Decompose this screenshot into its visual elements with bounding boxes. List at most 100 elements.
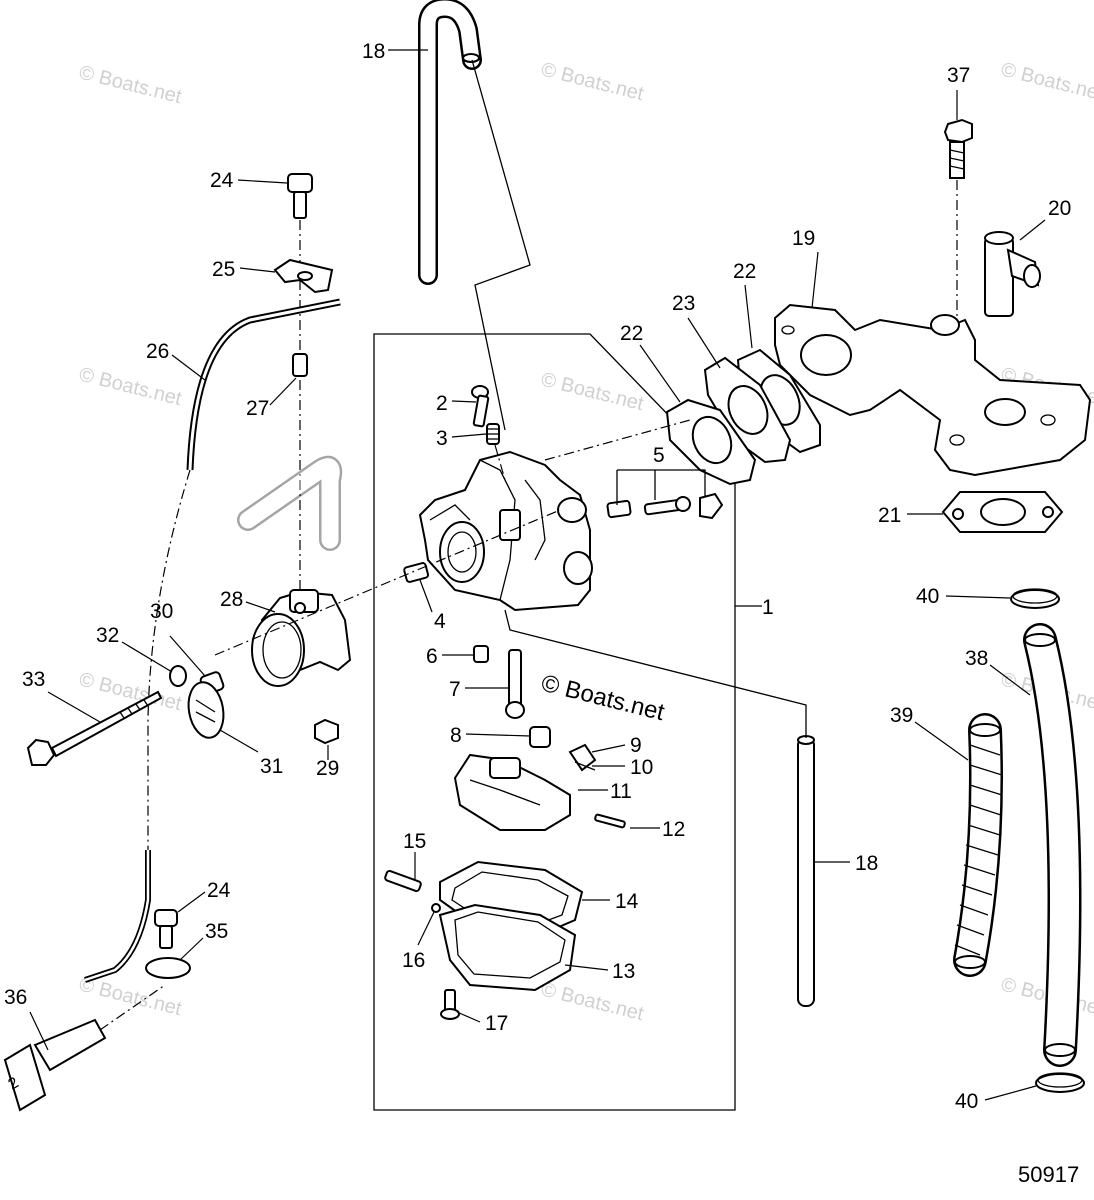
carburetor-group-outline bbox=[373, 333, 736, 1111]
watermark: © Boats.net bbox=[999, 59, 1094, 106]
choke-plate-31 bbox=[187, 681, 225, 739]
leader-22-outer bbox=[744, 284, 753, 349]
float-bowl-13 bbox=[438, 903, 577, 992]
leader-8 bbox=[465, 733, 531, 737]
leader-32 bbox=[121, 641, 173, 673]
bolt-24-bottom bbox=[154, 909, 178, 949]
watermark: © Boats.net bbox=[77, 62, 184, 109]
label-31: 31 bbox=[260, 755, 283, 778]
leader-27 bbox=[269, 377, 297, 406]
leader-35 bbox=[179, 937, 204, 961]
centerline-36 bbox=[99, 984, 166, 1031]
label-18-right: 18 bbox=[855, 852, 878, 875]
hose-route-line bbox=[471, 59, 531, 431]
label-30: 30 bbox=[150, 600, 173, 623]
screw-17 bbox=[440, 989, 460, 1020]
watermark: © Boats.net bbox=[539, 979, 646, 1026]
label-17: 17 bbox=[485, 1012, 508, 1035]
label-16: 16 bbox=[402, 949, 425, 972]
carburetor-body bbox=[418, 450, 593, 612]
label-40-bottom: 40 bbox=[955, 1090, 978, 1113]
leader-38 bbox=[989, 664, 1031, 696]
label-32: 32 bbox=[96, 624, 119, 647]
washer-35 bbox=[145, 957, 191, 979]
label-10: 10 bbox=[630, 756, 653, 779]
jet-6 bbox=[473, 645, 489, 663]
label-7: 7 bbox=[449, 678, 461, 701]
drain-screw-15 bbox=[384, 869, 422, 893]
watermark: © Boats.net bbox=[77, 364, 184, 411]
faded-hose bbox=[237, 455, 343, 551]
watermark-center: © Boats.net bbox=[539, 670, 668, 727]
needle-valve-9-10 bbox=[568, 743, 597, 772]
spring-3 bbox=[486, 423, 500, 445]
leader-33 bbox=[47, 691, 101, 723]
label-13: 13 bbox=[612, 960, 635, 983]
leader-9 bbox=[591, 744, 626, 753]
leader-31 bbox=[219, 729, 259, 753]
clamp-40-top bbox=[1010, 588, 1060, 609]
label-3: 3 bbox=[436, 427, 448, 450]
label-25: 25 bbox=[212, 258, 235, 281]
label-33: 33 bbox=[22, 668, 45, 691]
label-39: 39 bbox=[890, 704, 913, 727]
spacer-27 bbox=[292, 353, 308, 377]
watermark: © Boats.net bbox=[539, 59, 646, 106]
elbow-fitting-20 bbox=[984, 231, 1041, 317]
clip-25 bbox=[273, 258, 334, 294]
leader-16 bbox=[417, 911, 435, 946]
leader-3 bbox=[451, 433, 487, 438]
label-40-top: 40 bbox=[916, 585, 939, 608]
leader-30 bbox=[169, 635, 206, 677]
needle-7 bbox=[505, 649, 525, 719]
bracket-5 bbox=[616, 469, 706, 505]
seat-8 bbox=[529, 726, 551, 748]
label-14: 14 bbox=[615, 890, 639, 913]
label-9: 9 bbox=[630, 734, 642, 757]
label-24-bottom: 24 bbox=[207, 879, 231, 902]
label-29: 29 bbox=[316, 757, 339, 780]
leader-19 bbox=[811, 251, 819, 309]
leader-4 bbox=[419, 579, 433, 613]
choke-housing-28 bbox=[251, 589, 352, 687]
label-27: 27 bbox=[246, 397, 269, 420]
label-38: 38 bbox=[965, 647, 988, 670]
label-28: 28 bbox=[220, 588, 243, 611]
label-35: 35 bbox=[205, 920, 228, 943]
label-15: 15 bbox=[403, 830, 426, 853]
screw-2 bbox=[471, 385, 490, 428]
hose-39-corrugated bbox=[953, 713, 1003, 977]
hose-38 bbox=[1023, 623, 1082, 1067]
leader-24-top bbox=[237, 179, 288, 184]
label-23: 23 bbox=[672, 292, 695, 315]
leader-40-bottom bbox=[984, 1085, 1037, 1101]
figure-number: 50917 bbox=[1018, 1162, 1079, 1187]
link-rod-26 bbox=[186, 298, 341, 471]
bolt-37 bbox=[943, 118, 973, 179]
label-22-outer: 22 bbox=[733, 260, 756, 283]
plug-4 bbox=[403, 562, 430, 583]
gasket-21 bbox=[941, 491, 1064, 533]
centerline-2-3 bbox=[494, 444, 506, 481]
float-11 bbox=[453, 753, 571, 831]
label-11: 11 bbox=[610, 780, 632, 803]
label-20: 20 bbox=[1048, 197, 1071, 220]
centerline-choke bbox=[214, 509, 561, 656]
gasket-22-inner bbox=[665, 398, 757, 486]
bolt-24-top bbox=[287, 173, 313, 219]
leader-25 bbox=[239, 267, 276, 273]
o-ring-16 bbox=[431, 903, 441, 913]
label-22-inner: 22 bbox=[620, 322, 643, 345]
leader-22-inner bbox=[639, 344, 681, 403]
leader-2 bbox=[451, 400, 477, 403]
lower-link-rod bbox=[84, 850, 151, 983]
label-5: 5 bbox=[653, 444, 665, 467]
fuel-hose-top bbox=[418, 0, 482, 285]
label-8: 8 bbox=[450, 724, 462, 747]
label-36: 36 bbox=[4, 986, 27, 1009]
leader-36 bbox=[29, 1011, 49, 1051]
callout-labels: 1 2 3 4 5 6 7 8 9 10 11 12 13 14 15 16 1… bbox=[4, 40, 1071, 1113]
leader-17 bbox=[456, 1011, 481, 1023]
washer-32 bbox=[169, 665, 187, 687]
